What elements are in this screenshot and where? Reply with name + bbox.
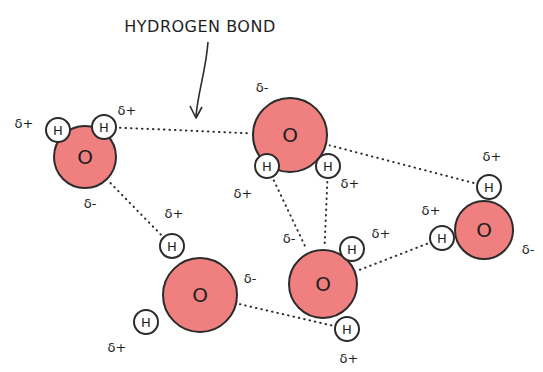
partial-charge: δ+ [233,187,254,201]
hydrogen-bond [358,244,427,271]
oxygen-atom: O [454,200,514,260]
partial-charge: δ+ [340,177,361,191]
partial-charge: δ- [521,243,536,257]
atom-symbol: O [315,274,331,294]
atom-symbol: H [141,316,151,329]
atom-symbol: O [192,285,208,305]
partial-charge: δ- [83,197,98,211]
atom-symbol: H [323,160,333,173]
partial-charge: δ- [282,232,297,246]
atom-symbol: H [484,181,494,194]
atom-symbol: H [347,243,357,256]
callout-arrowhead [190,106,202,118]
hydrogen-atom: H [133,309,159,335]
partial-charge: δ+ [14,117,35,131]
atom-symbol: H [262,160,272,173]
hydrogen-bond [274,180,307,249]
hydrogen-bond [120,128,249,134]
partial-charge: δ+ [482,150,503,164]
hydrogen-atom: H [91,114,117,140]
hydrogen-atom: H [254,153,280,179]
atom-symbol: H [99,121,109,134]
hydrogen-atom: H [339,236,365,262]
partial-charge: δ+ [117,104,138,118]
callout-arrow [196,42,208,116]
partial-charge: δ+ [371,227,392,241]
hydrogen-atom: H [315,153,341,179]
partial-charge: δ+ [339,352,360,366]
hydrogen-bond [325,182,328,246]
atom-symbol: O [77,147,93,167]
hydrogen-atom: H [45,117,71,143]
hydrogen-atom: H [476,174,502,200]
hydrogen-atom: H [429,225,455,251]
hydrogen-bond [109,182,160,235]
partial-charge: δ+ [164,207,185,221]
atom-symbol: H [167,240,177,253]
atom-symbol: H [53,124,63,137]
partial-charge: δ+ [107,341,128,355]
atom-symbol: O [282,125,298,145]
oxygen-atom: O [162,257,238,333]
hydrogen-atom: H [159,233,185,259]
atom-symbol: H [437,232,447,245]
partial-charge: δ- [243,272,258,286]
atom-symbol: H [342,323,352,336]
partial-charge: δ+ [421,204,442,218]
hydrogen-atom: H [334,316,360,342]
callout-label: HYDROGEN BOND [123,18,276,36]
atom-symbol: O [476,220,492,240]
partial-charge: δ- [255,81,270,95]
